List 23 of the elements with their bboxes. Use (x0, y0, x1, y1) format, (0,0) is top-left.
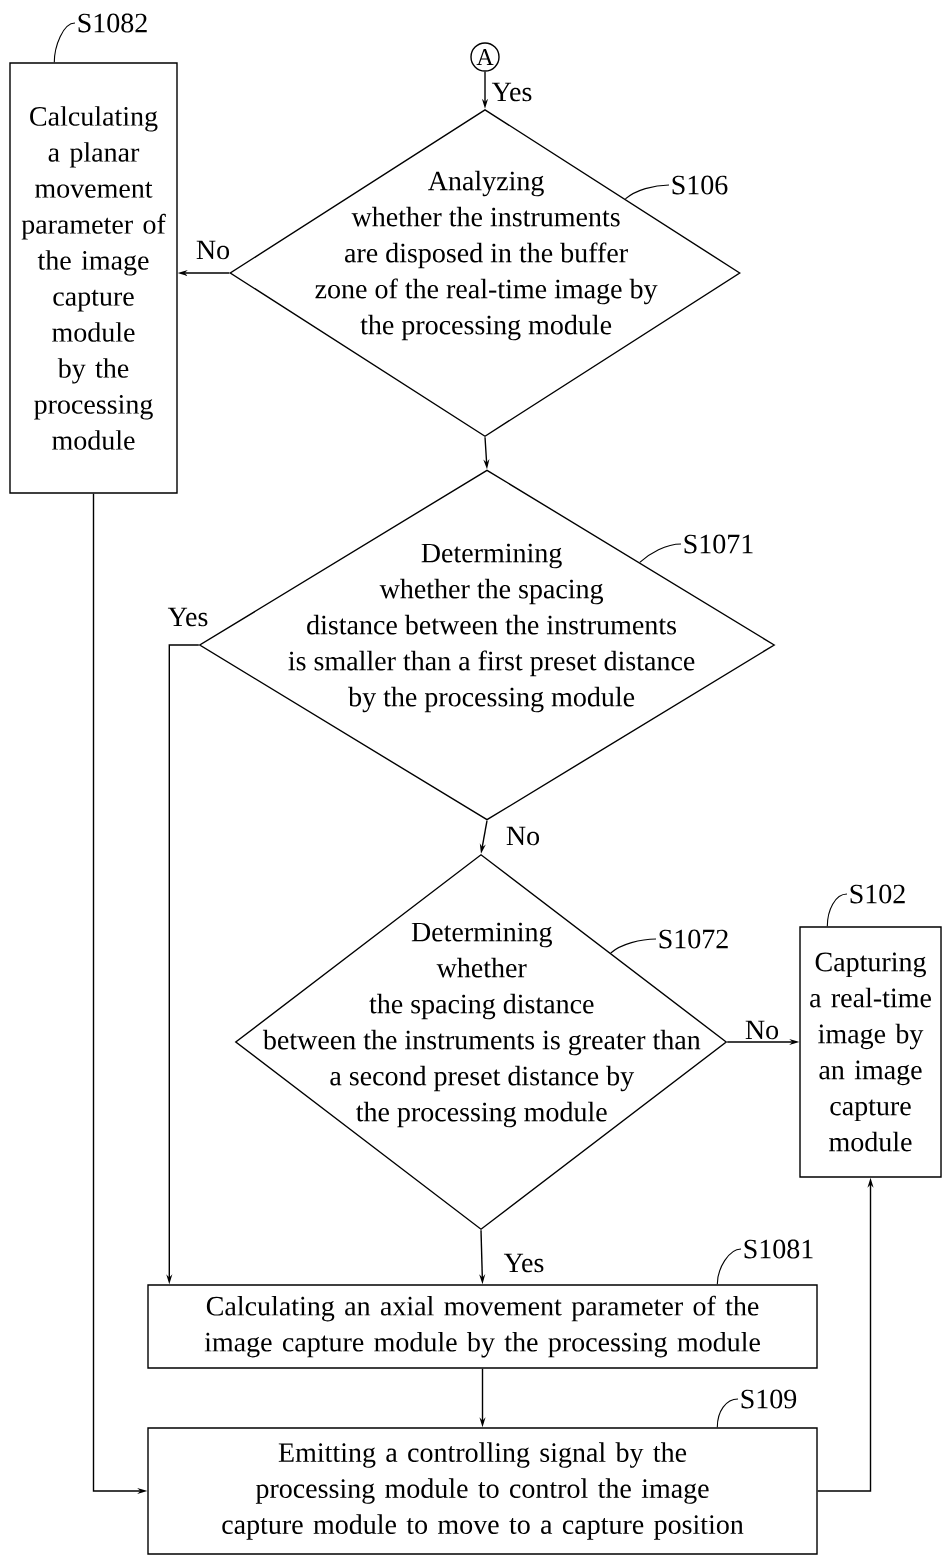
process-box: Calculating a planar movement parameter of the image capture module by the processing module (9, 62, 178, 494)
edge-label: No (194, 239, 232, 261)
edge-label: Yes (502, 1252, 546, 1274)
process-box: Calculating an axial movement parameter of the image capture module by the processing module (147, 1284, 818, 1369)
edge-label: Yes (490, 81, 534, 103)
step-label: S1071 (684, 534, 753, 554)
process-box: Capturing a real-time image by an image capture module (799, 926, 942, 1178)
leader-line (610, 938, 657, 954)
step-label: S106 (672, 175, 728, 195)
step-label: S102 (850, 884, 905, 904)
step-label: S1082 (78, 13, 147, 33)
leader-line (716, 1398, 739, 1428)
leader-line (716, 1248, 742, 1285)
step-label: S109 (741, 1389, 797, 1409)
leader-line (826, 893, 848, 927)
step-label: S1072 (659, 929, 728, 949)
edge-label: No (504, 825, 542, 847)
process-box: Emitting a controlling signal by the processing module to control the image capture module to move to a capture position (147, 1427, 818, 1555)
leader-line (53, 22, 76, 63)
edge-label: No (743, 1019, 781, 1041)
leader-line (624, 184, 670, 200)
leader-line (639, 543, 682, 563)
step-label: S1081 (744, 1239, 813, 1259)
